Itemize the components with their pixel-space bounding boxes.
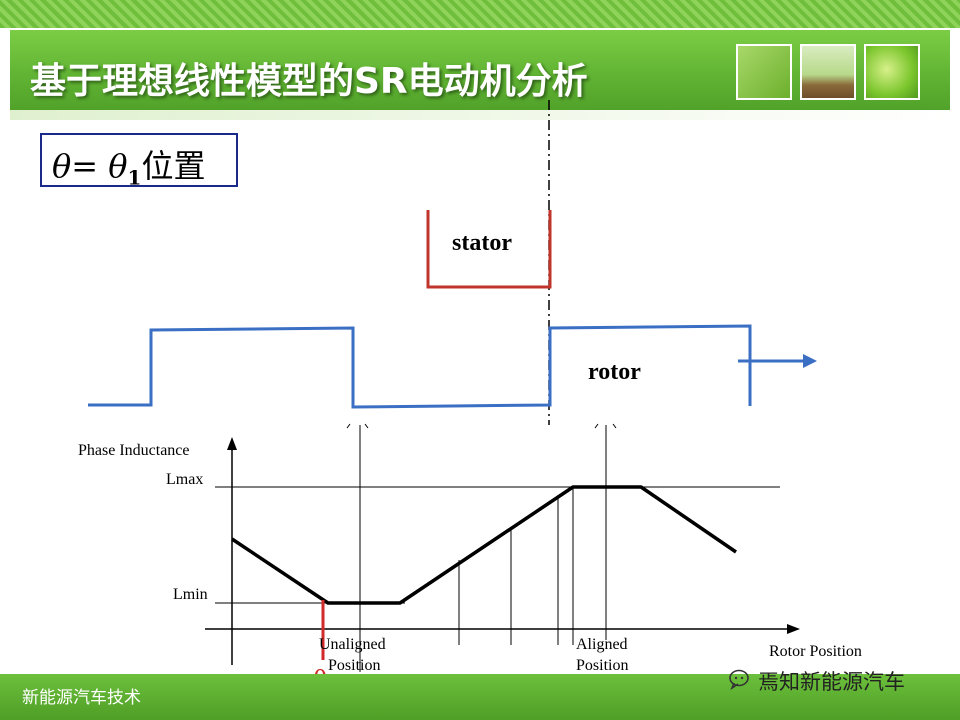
lmin-label: Lmin xyxy=(173,586,208,603)
top-stripe xyxy=(0,0,960,28)
theta-subscript: 1 xyxy=(127,165,142,190)
y-axis-arrow xyxy=(227,437,237,450)
theta-symbol-2: θ xyxy=(108,147,128,185)
title-band xyxy=(10,30,950,118)
rotor-label: rotor xyxy=(588,359,641,385)
unaligned-label-line2: Position xyxy=(328,657,380,674)
chat-bubble-icon xyxy=(729,669,749,691)
inductance-profile-line xyxy=(231,485,737,605)
position-label-suffix: 位置 xyxy=(141,147,206,185)
unaligned-label-line1: Unaligned xyxy=(319,636,386,653)
unaligned-tick-marks xyxy=(346,423,369,429)
x-axis-label: Rotor Position xyxy=(769,643,862,660)
theta-symbol: θ xyxy=(52,147,72,185)
green-thumbnail-image xyxy=(736,44,792,100)
aligned-tick-marks xyxy=(594,423,617,429)
rotor-motion-arrow-head xyxy=(803,354,817,368)
footer-text: 新能源汽车技术 xyxy=(22,688,141,708)
stator-pole-outline xyxy=(426,210,552,289)
sprout-thumbnail-image xyxy=(800,44,856,100)
equals-sign: = xyxy=(71,147,99,185)
position-label-box xyxy=(40,133,238,187)
footer-band xyxy=(0,674,960,720)
aligned-label-line1: Aligned xyxy=(576,636,628,653)
leaf-thumbnail-image xyxy=(864,44,920,100)
rotor-profile-outline xyxy=(88,324,752,409)
x-axis-arrow xyxy=(787,624,800,634)
position-label: θ= θ1位置 xyxy=(52,141,205,189)
watermark-text: 焉知新能源汽车 xyxy=(758,670,905,694)
slide-title: 基于理想线性模型的SR电动机分析 xyxy=(30,61,588,102)
lmax-label: Lmax xyxy=(166,471,203,488)
stator-label: stator xyxy=(452,230,512,256)
title-underline xyxy=(10,110,950,120)
aligned-label-line2: Position xyxy=(576,657,628,674)
y-axis-label: Phase Inductance xyxy=(78,442,190,459)
